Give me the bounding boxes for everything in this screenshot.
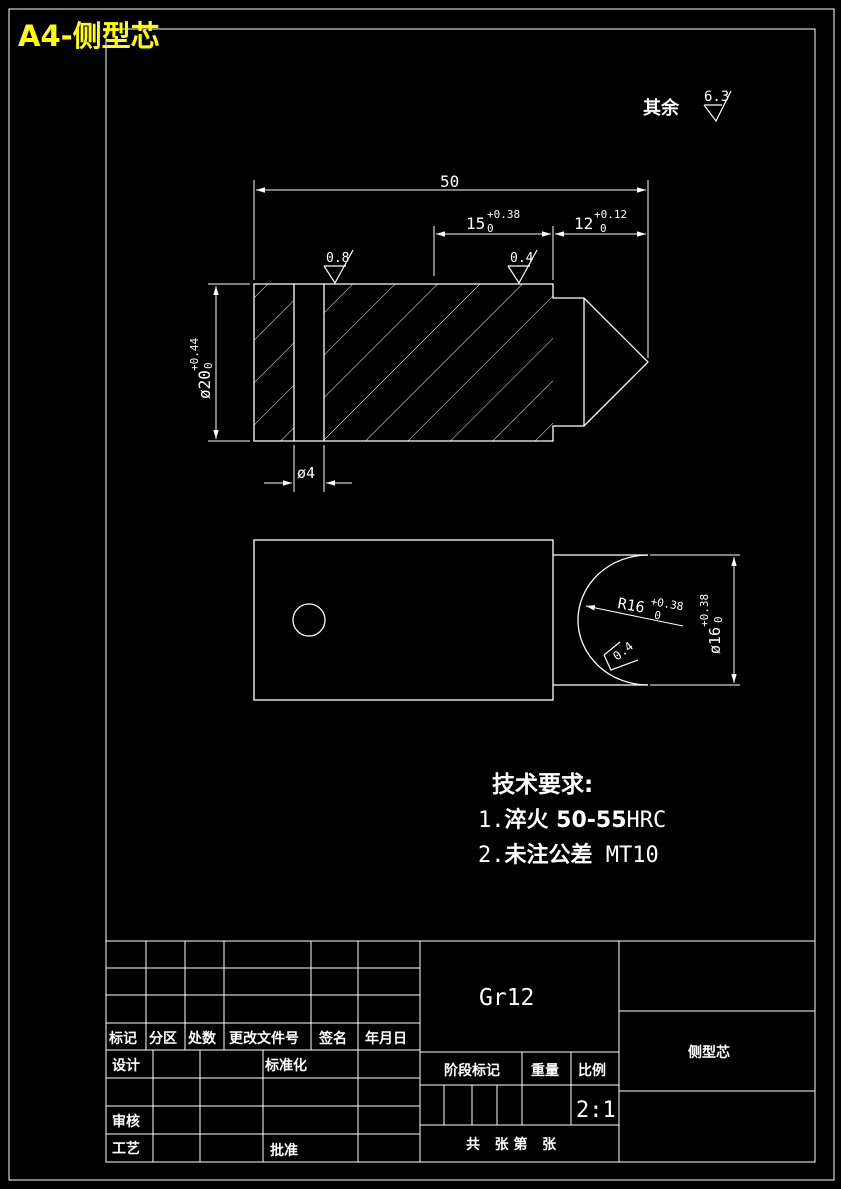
radius-leader (585, 605, 684, 627)
label-approve: 批准 (270, 1142, 298, 1159)
tip-arc (577, 554, 649, 686)
roughness-symbol-icon (603, 641, 639, 671)
label-scale: 比例 (578, 1062, 606, 1079)
tech-item-1: 1.淬火 50-55HRC (478, 807, 666, 833)
title-block-text: 标记 分区 处数 更改文件号 签名 年月日 设计 标准化 审核 工艺 批准 Gr… (108, 985, 730, 1159)
roughness-value-top-left: 0.8 (326, 251, 349, 266)
dim-hole: ø4 (297, 464, 315, 482)
dim-diameter-lower: 0 (202, 362, 215, 369)
tech-item-2: 2.未注公差 MT10 (478, 842, 659, 868)
top-view: R16 +0.38 0 0.4 ø16 +0.38 0 (253, 539, 740, 701)
roughness-symbol-icon (507, 249, 538, 285)
rev-header-date: 年月日 (365, 1030, 407, 1047)
part-name: 侧型芯 (688, 1044, 730, 1061)
dim-tip-diameter-nominal: ø16 (706, 627, 724, 654)
hatch-main (324, 284, 553, 441)
label-stage-mark: 阶段标记 (444, 1062, 500, 1079)
outer-border (8, 8, 835, 1181)
roughness-symbol-icon (323, 249, 354, 285)
dim-radius-lower: 0 (653, 609, 662, 623)
dim-tip-upper: +0.12 (594, 208, 627, 221)
dim-radius-upper: +0.38 (650, 595, 685, 614)
dim-radius-nominal: R16 (616, 594, 646, 616)
dim-diameter-upper: +0.44 (188, 338, 201, 371)
dim-diameter-nominal: ø20 (195, 370, 214, 399)
label-design: 设计 (112, 1057, 140, 1074)
sheet-title: A4-侧型芯 (18, 19, 160, 53)
sheet-count: 共 张 第 张 (466, 1136, 557, 1153)
rev-header-sign: 签名 (318, 1030, 347, 1047)
dim-tip-lower: 0 (600, 222, 607, 235)
rev-header-zone: 分区 (149, 1031, 177, 1047)
tech-heading: 技术要求: (492, 772, 593, 798)
front-outline (253, 283, 649, 442)
rev-header-count: 处数 (187, 1030, 217, 1047)
roughness-value-arc: 0.4 (610, 639, 636, 663)
top-body (253, 539, 554, 701)
label-review: 审核 (112, 1113, 140, 1130)
rev-header-doc: 更改文件号 (229, 1030, 299, 1047)
dim-mid-lower: 0 (487, 222, 494, 235)
dim-mid-nominal: 15 (466, 214, 485, 233)
dim-tip-diameter-lower: 0 (712, 616, 725, 623)
pin-hole (292, 603, 326, 637)
dim-tip-nominal: 12 (574, 214, 593, 233)
dim-mid-upper: +0.38 (487, 208, 520, 221)
roughness-symbol-icon (703, 90, 732, 123)
rev-header-mark: 标记 (108, 1030, 137, 1047)
roughness-value-top-right: 0.4 (510, 251, 534, 266)
technical-requirements: 技术要求: 1.淬火 50-55HRC 2.未注公差 MT10 (478, 772, 666, 868)
front-view: 50 15 +0.38 0 12 +0.12 0 0.8 0.4 ø20 +0.… (188, 172, 649, 492)
material: Gr12 (479, 985, 534, 1011)
hatch-left (254, 284, 294, 441)
general-roughness-value: 6.3 (704, 89, 729, 105)
scale-value: 2:1 (576, 1098, 616, 1123)
label-weight: 重量 (531, 1062, 559, 1079)
dim-overall-length: 50 (440, 172, 459, 191)
general-roughness-label: 其余 (643, 97, 680, 119)
title-block (105, 940, 816, 1163)
general-roughness-note: 其余 6.3 (643, 89, 732, 123)
dim-tip-diameter-upper: +0.38 (698, 594, 711, 627)
label-standardization: 标准化 (264, 1057, 307, 1074)
label-process: 工艺 (112, 1140, 140, 1157)
